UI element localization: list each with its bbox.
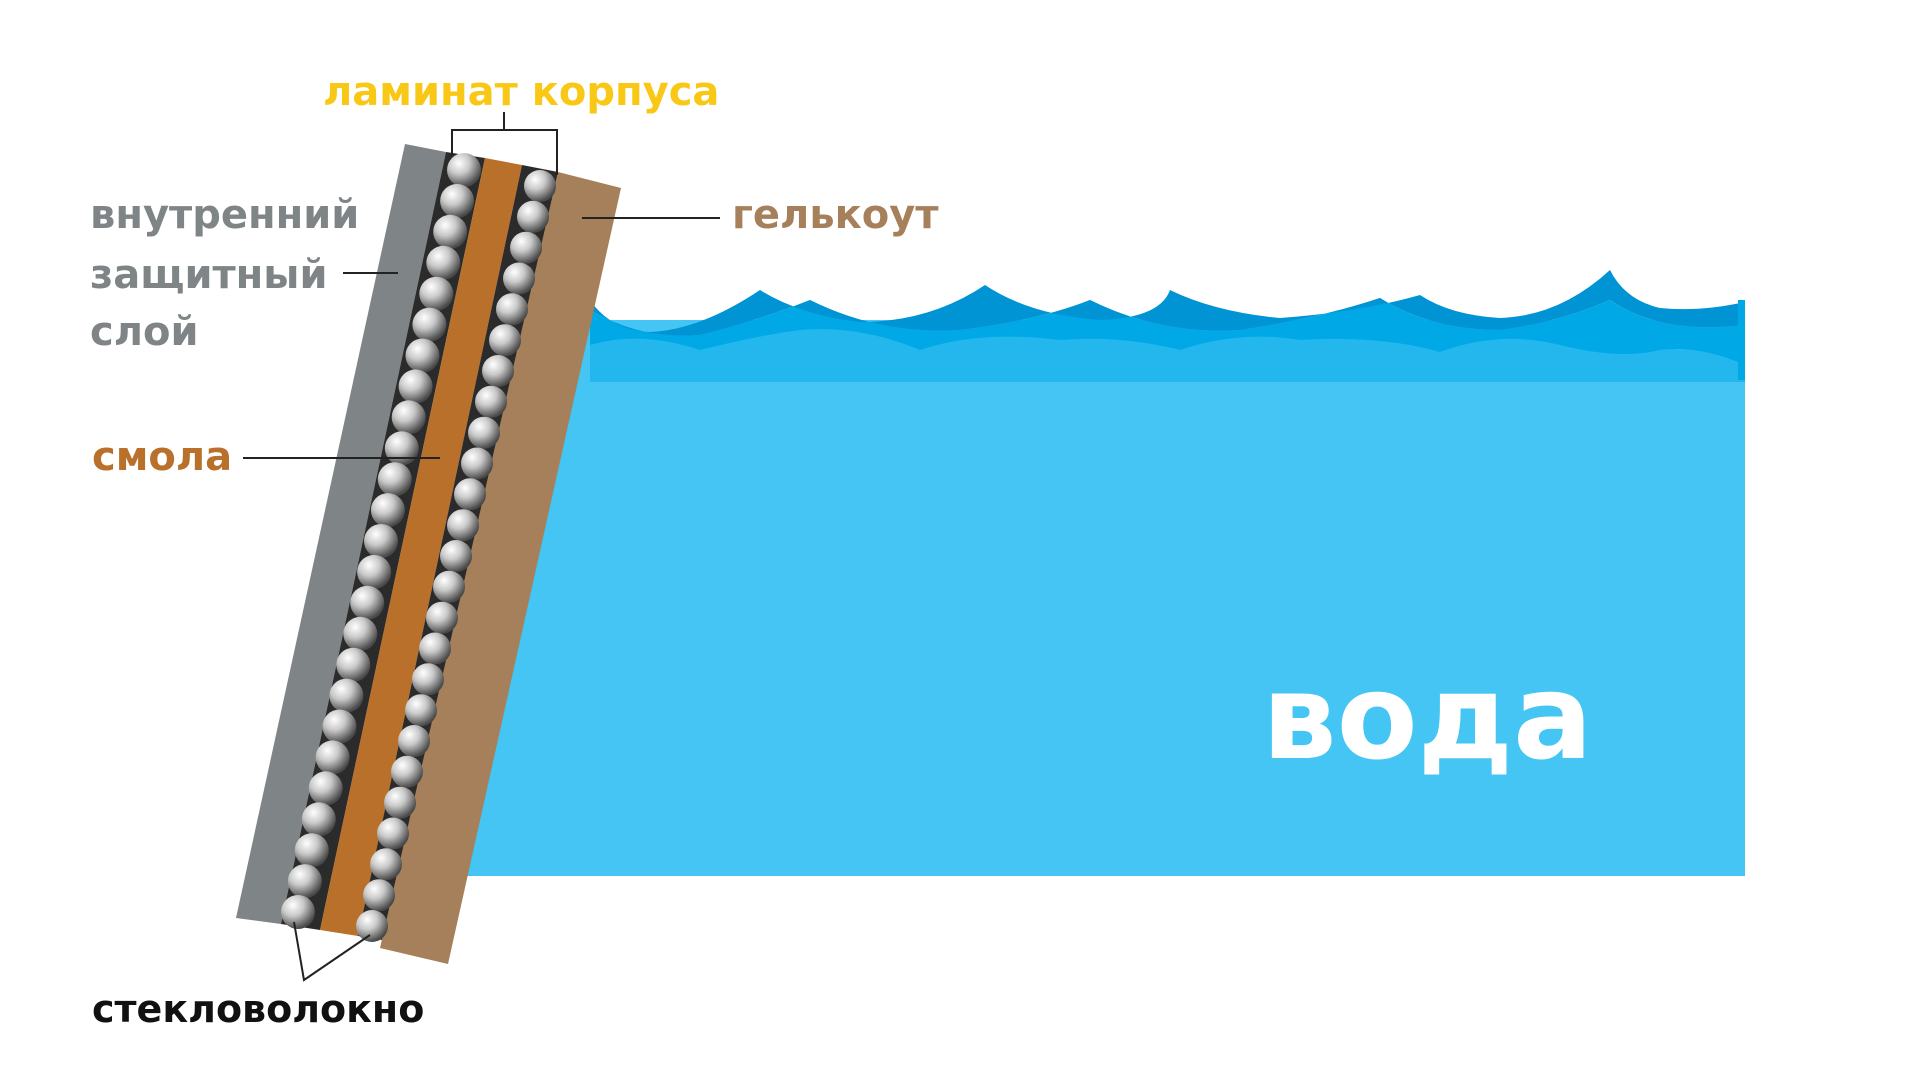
fiberglass-spheres-left <box>281 153 481 929</box>
fiberglass-sphere <box>440 183 475 218</box>
inner-layer-label-line3: слой <box>90 309 199 355</box>
fiberglass-sphere <box>468 416 500 449</box>
fiberglass-sphere <box>447 153 481 187</box>
fiberglass-sphere <box>281 895 315 929</box>
water-wave-dark <box>590 270 1745 336</box>
fiberglass-sphere <box>496 293 528 326</box>
water-wave-light <box>590 325 1745 382</box>
fiberglass-sphere <box>350 585 385 620</box>
fiberglass-leader <box>293 921 371 982</box>
fiberglass-sphere <box>503 262 535 295</box>
fiberglass-label: стекловолокно <box>92 987 424 1031</box>
fiberglass-sphere <box>426 245 461 280</box>
fiberglass-sphere <box>391 755 423 788</box>
fiberglass-sphere <box>398 725 430 757</box>
resin-layer <box>320 158 522 936</box>
water-label: вода <box>1262 648 1593 786</box>
inner-layer-label-line2: защитный <box>90 252 328 298</box>
fiberglass-sphere <box>336 647 371 682</box>
fiberglass-sphere <box>315 740 350 775</box>
fiberglass-sphere <box>517 200 549 233</box>
fiberglass-sphere <box>405 338 440 373</box>
fiberglass-sphere <box>454 478 486 511</box>
fiberglass-sphere <box>489 324 521 357</box>
fiberglass-sphere <box>287 864 322 899</box>
fiberglass-sphere <box>419 276 454 311</box>
water-body <box>440 270 1745 876</box>
fiberglass-sphere <box>343 616 378 651</box>
fiberglass-sphere <box>363 879 395 912</box>
fiberglass-sphere <box>440 540 472 572</box>
fiberglass-sphere <box>294 833 329 868</box>
laminate-label: ламинат корпуса <box>323 69 719 115</box>
fiberglass-sphere <box>524 170 556 202</box>
fiberglass-sphere <box>426 601 458 634</box>
fiberglass-sphere <box>377 817 409 850</box>
fiberglass-sphere <box>322 709 357 744</box>
fiberglass-sphere <box>447 509 479 542</box>
fiberglass-sphere <box>370 848 402 881</box>
fiberglass-sphere <box>475 385 507 418</box>
fiberglass-sphere <box>419 632 451 665</box>
inner-protective-layer <box>236 144 446 924</box>
fiberglass-sphere <box>405 694 437 727</box>
gelcoat-layer <box>380 172 621 964</box>
fiberglass-sphere <box>398 369 433 404</box>
fiberglass-spheres-right <box>356 170 556 942</box>
fiberglass-sphere <box>412 663 444 696</box>
fiberglass-sphere <box>308 771 343 806</box>
fiberglass-sphere <box>510 231 542 264</box>
fiberglass-sphere <box>329 678 364 713</box>
fiberglass-sphere <box>370 493 405 528</box>
gelcoat-label: гелькоут <box>732 192 939 238</box>
fiberglass-sphere <box>364 524 398 558</box>
fiberglass-sphere <box>412 307 447 342</box>
fiberglass-sphere <box>433 214 468 249</box>
fiberglass-sphere <box>482 355 514 387</box>
fiberglass-sphere <box>301 802 336 837</box>
water-wave-mid <box>590 298 1745 365</box>
fiberglass-sphere <box>461 447 493 480</box>
inner-layer-label-line1: внутренний <box>90 192 359 238</box>
fiberglass-sphere <box>433 570 465 603</box>
leader-lines <box>243 112 720 982</box>
fiberglass-sphere <box>356 910 388 942</box>
fiberglass-sphere <box>384 431 419 466</box>
resin-label: смола <box>92 434 232 480</box>
water-area <box>440 320 1745 876</box>
fiberglass-sphere <box>357 554 392 589</box>
fiberglass-sphere <box>391 400 426 435</box>
hull-laminate <box>236 144 621 964</box>
fiberglass-sphere <box>377 462 412 497</box>
fiberglass-sphere <box>384 786 416 819</box>
water-edge <box>1738 300 1745 380</box>
